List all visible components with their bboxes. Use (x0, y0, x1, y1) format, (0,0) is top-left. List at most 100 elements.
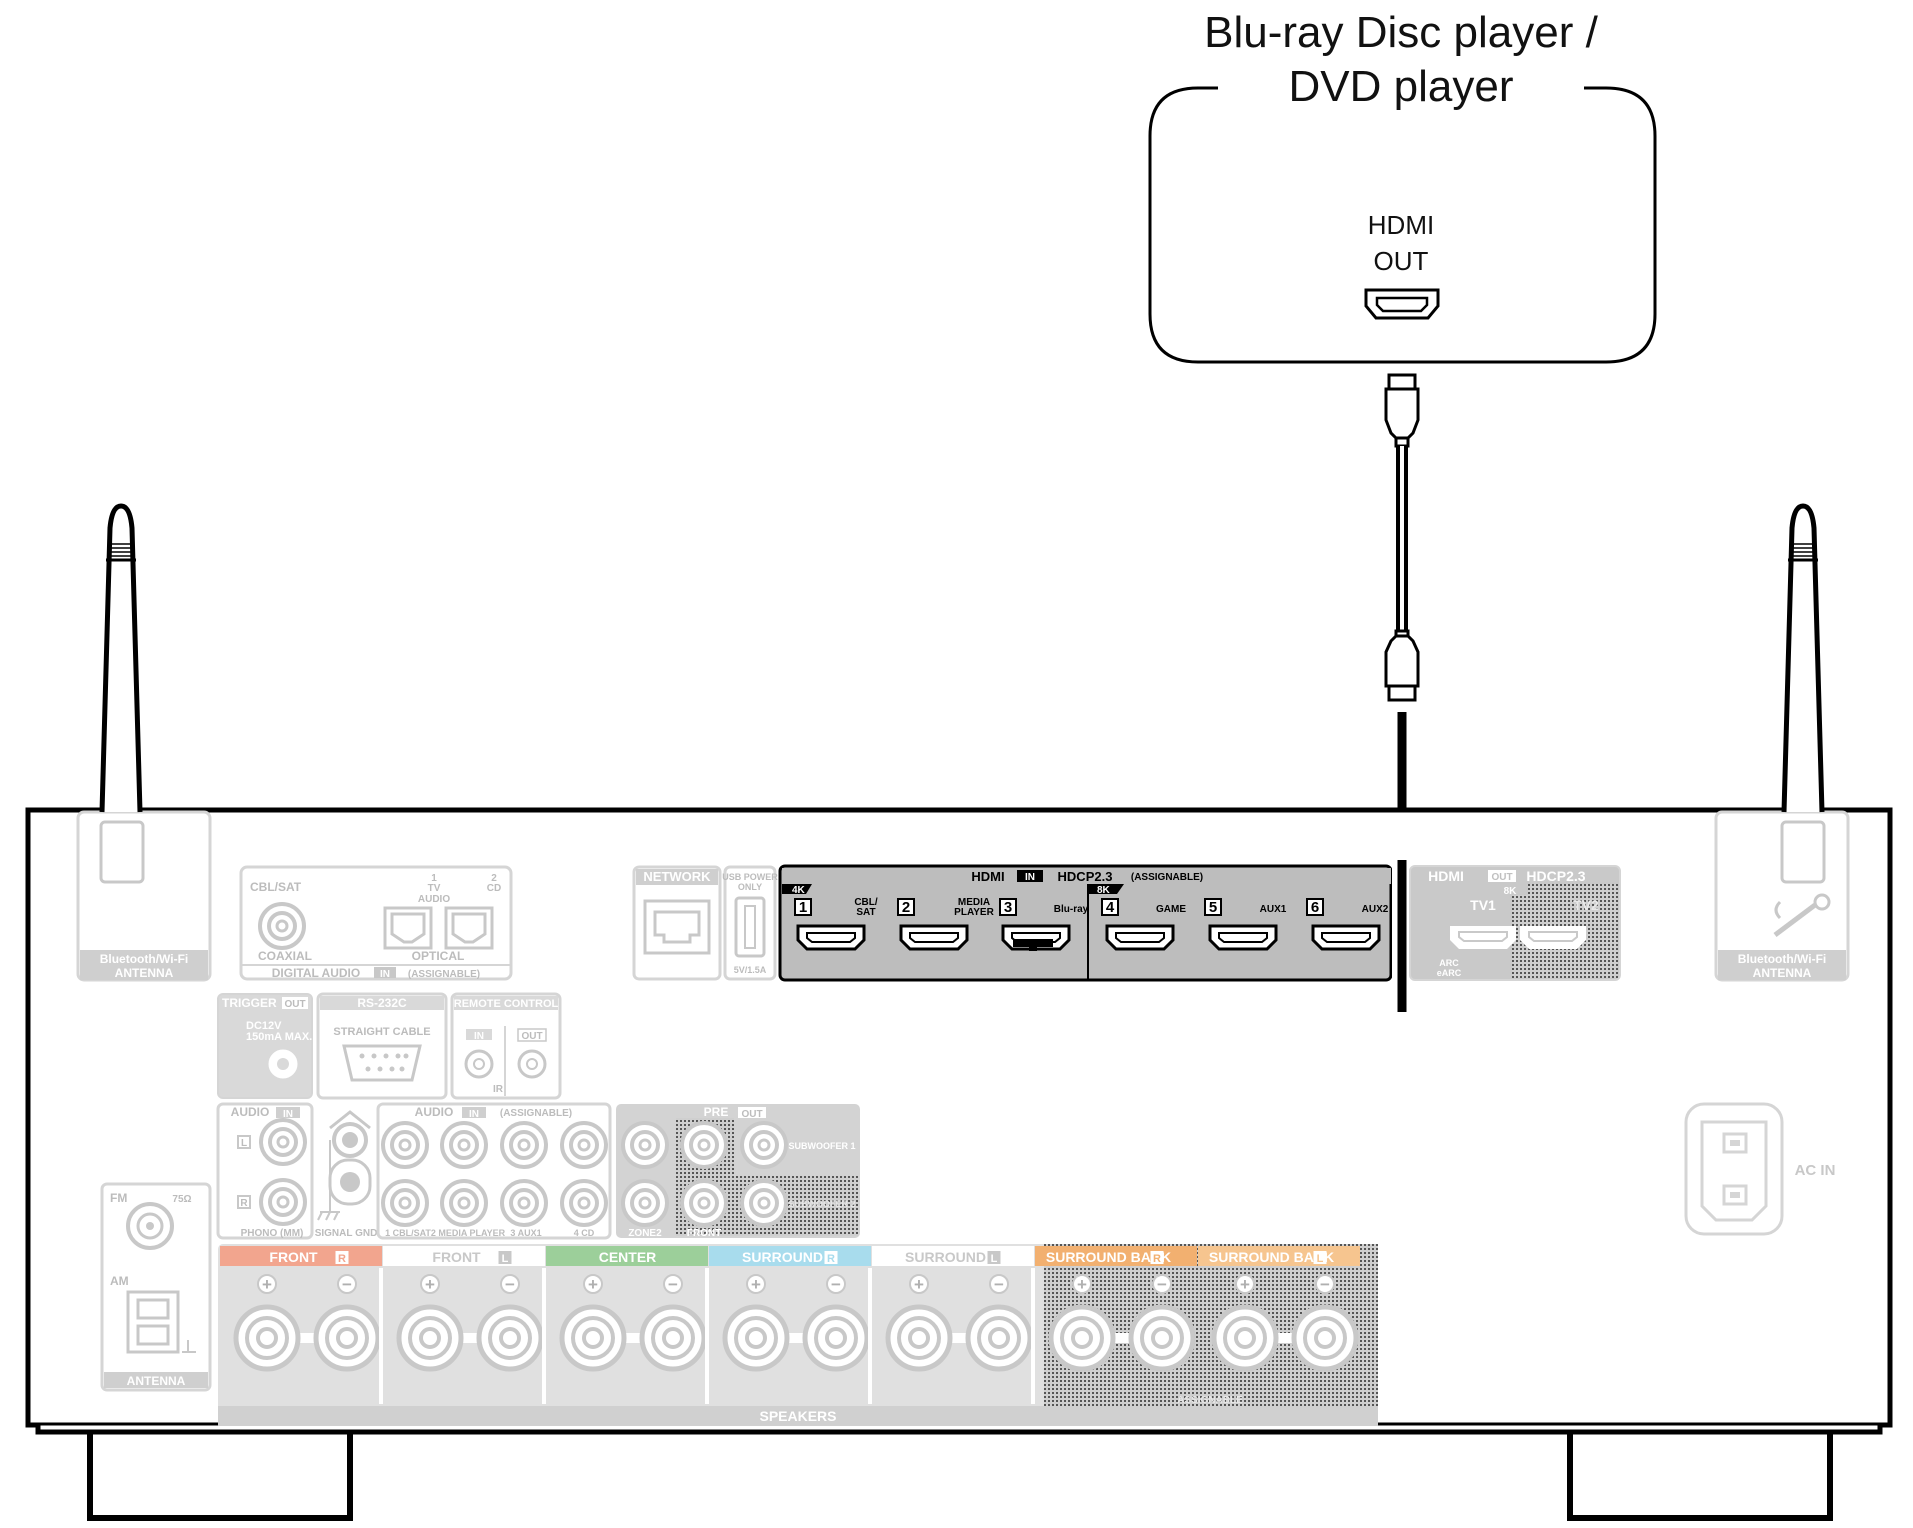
usb-port[interactable] (734, 896, 766, 958)
rs232c-port[interactable] (342, 1044, 422, 1082)
speaker-terminal-surround-l-minus[interactable] (968, 1307, 1030, 1369)
cbl-sat-label: CBL/SAT (250, 880, 302, 894)
plus-icon (746, 1274, 766, 1294)
zone2-label: ZONE2 (628, 1228, 662, 1239)
speaker-terminal-center-plus[interactable] (562, 1307, 624, 1369)
trigger-spec-1: DC12V (246, 1020, 282, 1032)
audio-in-1-r-jack[interactable] (381, 1179, 429, 1227)
fm-antenna-jack[interactable] (126, 1202, 174, 1250)
hdmi-input-1[interactable]: 1 CBL/ SAT (794, 897, 878, 951)
cd-label: CD (487, 883, 501, 894)
speaker-terminal-surround-back-r-minus[interactable] (1131, 1307, 1193, 1369)
ac-inlet[interactable] (1684, 1102, 1784, 1236)
hdmi-input-5-num: 5 (1209, 899, 1217, 916)
plus-icon (1235, 1274, 1255, 1294)
hdmi-out-tv1-port[interactable] (1450, 926, 1516, 949)
phono-l-jack[interactable] (259, 1118, 307, 1166)
audio-in-4-r-jack[interactable] (560, 1179, 608, 1227)
hdmi-input-4-port[interactable] (1105, 924, 1175, 951)
audio-in-2-r-jack[interactable] (440, 1179, 488, 1227)
plus-icon (1072, 1274, 1092, 1294)
speaker-terminal-center-minus[interactable] (642, 1307, 704, 1369)
speaker-side-box-surround-r (824, 1251, 838, 1264)
trigger-jack[interactable] (268, 1049, 298, 1079)
optical-jack-1[interactable] (383, 906, 433, 950)
minus-icon (500, 1274, 520, 1294)
straight-cable-label: STRAIGHT CABLE (333, 1026, 430, 1038)
remote-in-jack[interactable] (464, 1049, 494, 1079)
front-l-pre-jack[interactable] (680, 1121, 728, 1169)
audio-in-4-label: 4 CD (574, 1228, 595, 1238)
phono-r-jack[interactable] (259, 1178, 307, 1226)
speaker-group-label-surround-l: SURROUND (905, 1249, 986, 1265)
subwoofer-1-jack[interactable] (740, 1121, 788, 1169)
usb-panel: USB POWER ONLY 5V/1.5A (722, 865, 778, 981)
trigger-out-tag: OUT (284, 999, 305, 1010)
hdmi-input-3[interactable]: 3 Blu-ray (999, 898, 1089, 951)
device-hdmi-out-port[interactable] (1364, 288, 1440, 320)
fm-label: FM (110, 1191, 127, 1205)
tv1-label: TV1 (1470, 897, 1496, 913)
minus-sign: − (831, 1275, 841, 1294)
speaker-terminal-surround-back-l-minus[interactable] (1294, 1307, 1356, 1369)
audio-in-1-label: 1 CBL/SAT (385, 1228, 431, 1238)
usb-power-label: USB POWER (722, 872, 778, 882)
speaker-terminal-surround-back-r-plus[interactable] (1051, 1307, 1113, 1369)
ac-in-label: AC IN (1795, 1162, 1836, 1179)
usb-only-label: ONLY (738, 882, 762, 892)
right-antenna-label: Bluetooth/Wi-Fi (1738, 952, 1827, 966)
hdmi-input-6[interactable]: 6 AUX2 (1306, 898, 1389, 951)
audio-label: AUDIO (418, 894, 450, 905)
zone2-r-jack[interactable] (621, 1179, 669, 1227)
tag-8k: 8K (1097, 885, 1111, 896)
minus-icon (337, 1274, 357, 1294)
speaker-terminal-front-l-minus[interactable] (479, 1307, 541, 1369)
audio-in-2-l-jack[interactable] (440, 1121, 488, 1169)
plus-icon (909, 1274, 929, 1294)
optical-jack-2[interactable] (444, 906, 494, 950)
speaker-terminal-surround-r-minus[interactable] (805, 1307, 867, 1369)
audio-in-1-l-jack[interactable] (381, 1121, 429, 1169)
remote-out-jack[interactable] (517, 1049, 547, 1079)
speaker-terminal-front-l-plus[interactable] (399, 1307, 461, 1369)
hdmi-out-8k: 8K (1504, 886, 1518, 897)
audio-in-4-l-jack[interactable] (560, 1121, 608, 1169)
pre-out-panel: PRE OUT SUBWOOFER 1 SUBWOOFER 2 ZONE2 FR… (616, 1104, 860, 1239)
hdmi-in-hdcp: HDCP2.3 (1058, 869, 1113, 884)
audio-in-3-r-jack[interactable] (500, 1179, 548, 1227)
front-pre-label: FRONT (687, 1228, 721, 1239)
usb-spec-label: 5V/1.5A (734, 965, 767, 975)
trigger-title: TRIGGER (222, 996, 277, 1010)
arc-label: ARC (1439, 958, 1459, 968)
speaker-side-box-surround-back-l (1313, 1251, 1327, 1264)
speaker-terminal-surround-l-plus[interactable] (888, 1307, 950, 1369)
speaker-terminal-front-r-minus[interactable] (316, 1307, 378, 1369)
hdmi-input-2-port[interactable] (899, 924, 969, 951)
speaker-terminal-front-r-plus[interactable] (236, 1307, 298, 1369)
am-antenna-terminal[interactable] (126, 1290, 196, 1354)
hdmi-out-tv2-port[interactable] (1520, 926, 1586, 949)
zone2-l-jack[interactable] (621, 1121, 669, 1169)
hdmi-input-6-port[interactable] (1311, 924, 1381, 951)
front-r-pre-jack[interactable] (680, 1179, 728, 1227)
speaker-terminal-surround-r-plus[interactable] (725, 1307, 787, 1369)
hdmi-input-1-port[interactable] (796, 924, 866, 951)
plus-icon (583, 1274, 603, 1294)
plus-icon (257, 1274, 277, 1294)
speaker-terminal-surround-back-l-plus[interactable] (1214, 1307, 1276, 1369)
tv-audio-num: 1 (431, 873, 437, 884)
hdmi-input-5-port[interactable] (1208, 924, 1278, 951)
subwoofer-2-jack[interactable] (740, 1179, 788, 1227)
hdmi-input-2[interactable]: 2 MEDIA PLAYER (897, 897, 995, 951)
hdmi-input-5[interactable]: 5 AUX1 (1204, 898, 1287, 951)
ethernet-port[interactable] (643, 899, 711, 955)
pre-label: PRE (704, 1105, 729, 1119)
ground-terminal-icon[interactable] (317, 1110, 372, 1221)
signal-gnd: SIGNAL GND (315, 1104, 377, 1239)
audio-in-3-l-jack[interactable] (500, 1121, 548, 1169)
coaxial-jack[interactable] (258, 902, 306, 950)
network-panel: NETWORK (632, 865, 722, 981)
hdmi-out-tag: OUT (1491, 872, 1512, 883)
hdmi-input-4[interactable]: 4 GAME (1101, 898, 1186, 951)
speaker-group-label-front-l: FRONT (432, 1249, 481, 1265)
